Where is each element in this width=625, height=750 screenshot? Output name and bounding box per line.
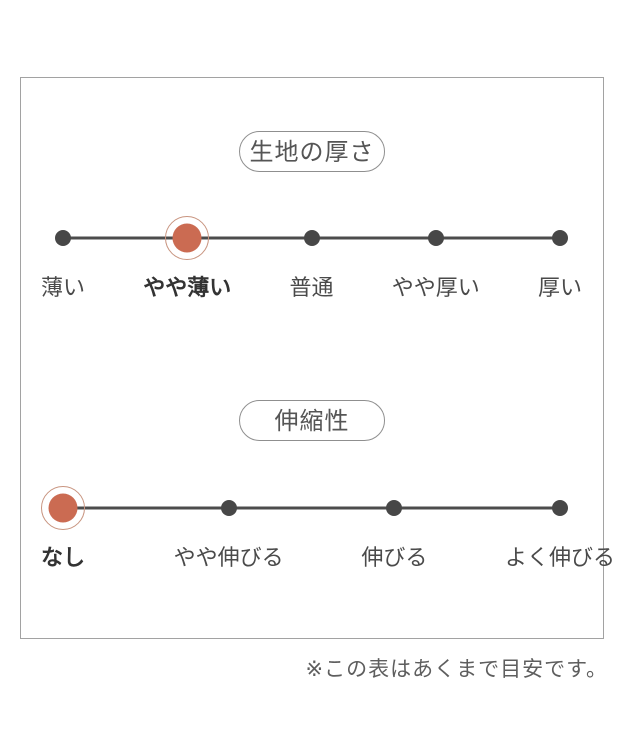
- fabric-thickness-dot-3: [427, 230, 444, 246]
- stretchiness-dot-3: [552, 500, 568, 516]
- fabric-thickness-option-label-0: 薄い: [40, 275, 86, 300]
- stretchiness-scale-line: [63, 506, 560, 510]
- stretchiness-option-label-2: 伸びる: [361, 545, 428, 570]
- stretchiness-option-label-3: よく伸びる: [504, 545, 616, 570]
- fabric-thickness-option-label-1: やや薄い: [143, 275, 232, 300]
- footnote: ※この表はあくまで目安です。: [305, 658, 608, 681]
- stretchiness-option-label-0: なし: [40, 545, 86, 570]
- stretchiness-option-label-1: やや伸びる: [173, 545, 284, 570]
- chart-panel: 生地の厚さ 薄い やや薄い 普通 やや厚い 厚い 伸縮性 なし やや伸びる 伸びる よく伸びる: [20, 77, 615, 639]
- fabric-thickness-option-label-2: 普通: [289, 275, 334, 300]
- fabric-thickness-dot-1-selected: [172, 223, 202, 253]
- section-title-stretchiness: 伸縮性: [239, 400, 385, 441]
- stretchiness-selected-ring: [41, 486, 85, 530]
- stretchiness-dot-2: [386, 500, 403, 516]
- stretchiness-dot-1: [220, 500, 237, 516]
- fabric-thickness-option-label-4: 厚い: [537, 275, 583, 300]
- fabric-thickness-selected-ring: [165, 216, 210, 260]
- fabric-thickness-dot-0: [55, 230, 71, 246]
- fabric-thickness-option-label-3: やや厚い: [391, 275, 480, 300]
- fabric-thickness-dot-4: [552, 230, 568, 246]
- stretchiness-dot-0-selected: [48, 493, 78, 523]
- section-title-fabric-thickness: 生地の厚さ: [239, 131, 385, 172]
- fabric-thickness-dot-2: [303, 230, 320, 246]
